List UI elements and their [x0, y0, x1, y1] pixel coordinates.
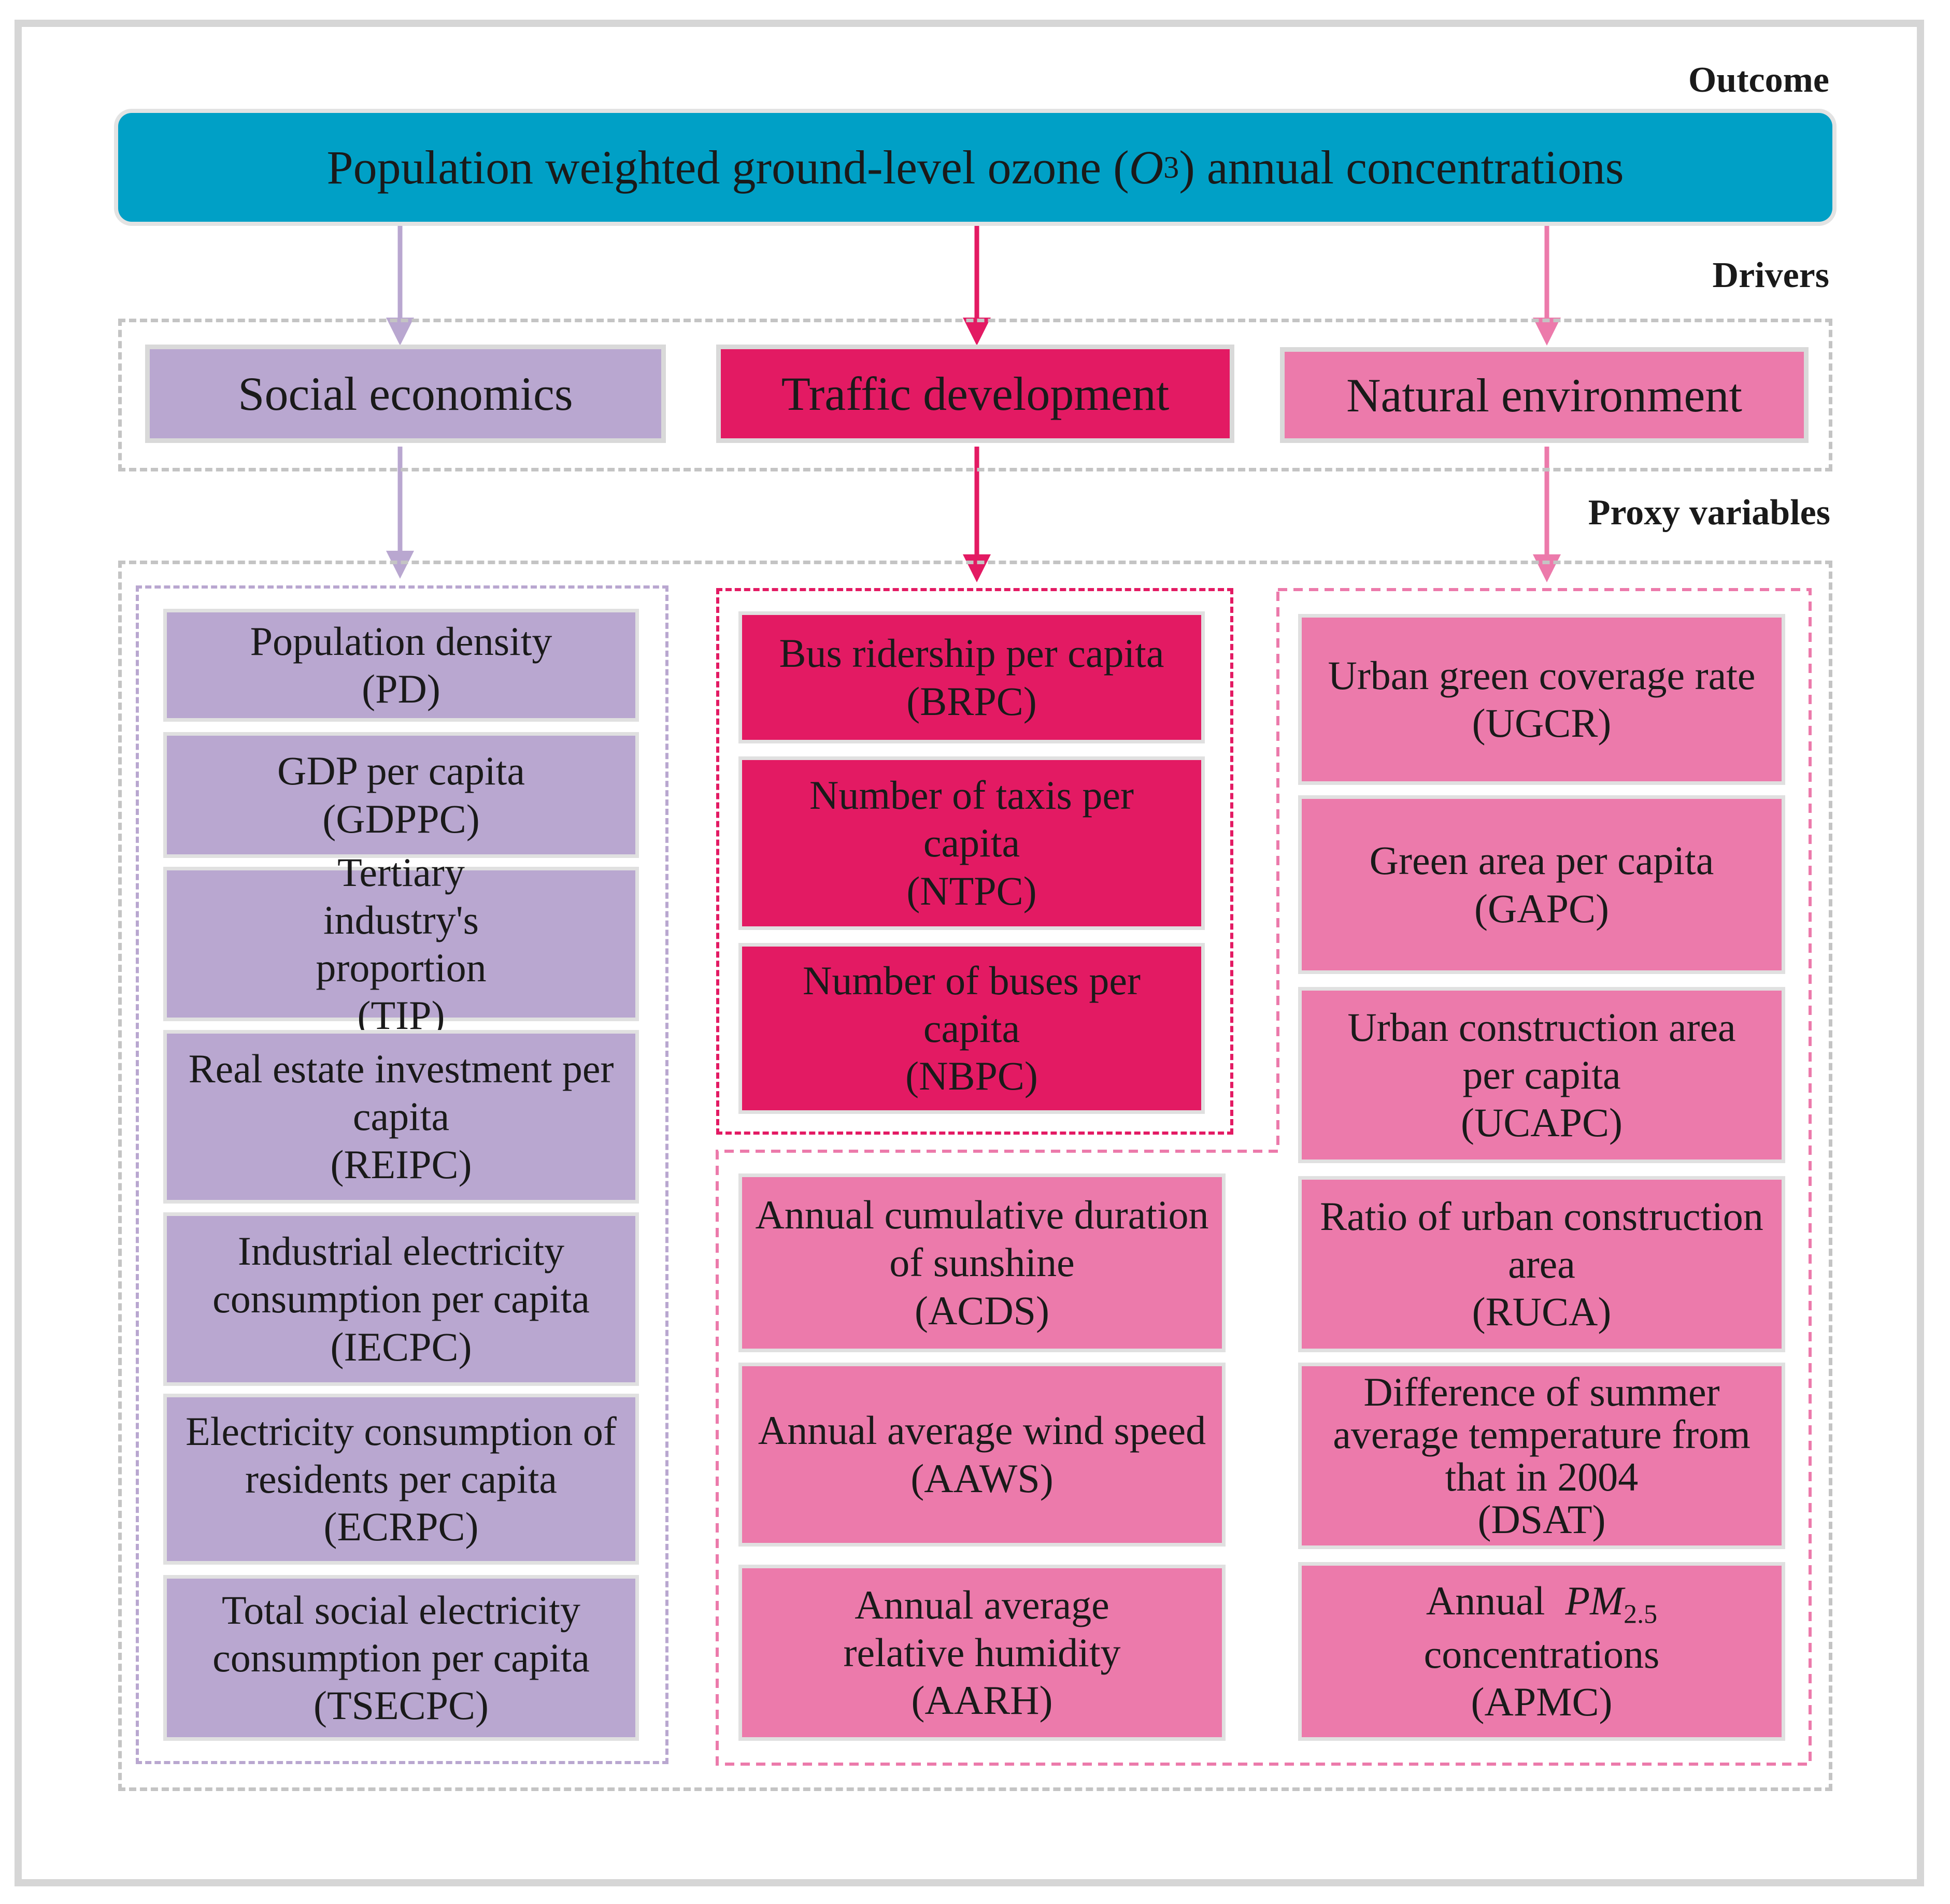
proxy-apmc-abbr: (APMC)	[1471, 1679, 1613, 1724]
proxy-pd-name: Population density	[250, 618, 552, 664]
pm-symbol: PM	[1565, 1578, 1624, 1623]
proxy-ecrpc-abbr: (ECRPC)	[323, 1504, 479, 1550]
drivers-label: Drivers	[1712, 255, 1829, 295]
proxy-aarh-abbr: (AARH)	[911, 1678, 1053, 1723]
proxy-ecrpc: Electricity consumption of residents per…	[163, 1394, 639, 1565]
proxy-ntpc-name: Number of taxis per capita	[809, 772, 1134, 866]
proxy-tip-name: Tertiary industry's proportion	[316, 849, 487, 990]
proxy-tsecpc: Total social electricity consumption per…	[163, 1575, 639, 1741]
proxy-reipc-abbr: (REIPC)	[330, 1141, 472, 1187]
proxy-apmc-prefix: Annual	[1426, 1578, 1545, 1623]
driver-natural-environment: Natural environment	[1280, 347, 1809, 443]
proxy-acds-abbr: (ACDS)	[914, 1287, 1049, 1333]
proxy-iecpc: Industrial electricity consumption per c…	[163, 1212, 639, 1386]
proxy-tsecpc-name: Total social electricity consumption per…	[212, 1587, 590, 1680]
proxy-nbpc: Number of buses per capita (NBPC)	[738, 943, 1205, 1114]
proxy-ugcr-name: Urban green coverage rate	[1328, 652, 1756, 698]
social-group-outline	[136, 585, 668, 1764]
proxy-iecpc-abbr: (IECPC)	[330, 1324, 472, 1369]
proxy-container	[118, 561, 1832, 1791]
proxy-ugcr-abbr: (UGCR)	[1472, 700, 1612, 746]
proxy-nbpc-abbr: (NBPC)	[905, 1053, 1038, 1099]
proxy-ntpc-abbr: (NTPC)	[906, 868, 1037, 913]
driver-traffic-development: Traffic development	[716, 345, 1234, 443]
proxy-acds-name: Annual cumulative duration of sunshine	[755, 1192, 1209, 1285]
proxy-reipc-name: Real estate investment per capita	[188, 1046, 614, 1139]
proxy-gdppc-abbr: (GDPPC)	[322, 796, 480, 841]
proxy-pd-abbr: (PD)	[362, 666, 440, 711]
pm-subscript: 2.5	[1624, 1599, 1658, 1629]
proxy-brpc-abbr: (BRPC)	[906, 678, 1037, 724]
proxy-apmc-name: Annual PM2.5	[1426, 1577, 1657, 1630]
proxy-iecpc-name: Industrial electricity consumption per c…	[212, 1228, 590, 1322]
proxy-ntpc: Number of taxis per capita (NTPC)	[738, 756, 1205, 930]
proxy-dsat-abbr: (DSAT)	[1477, 1496, 1606, 1542]
proxy-brpc: Bus ridership per capita (BRPC)	[738, 611, 1205, 743]
proxy-apmc: Annual PM2.5 concentrations (APMC)	[1298, 1562, 1785, 1741]
proxy-tip: Tertiary industry's proportion (TIP)	[163, 850, 639, 1038]
proxy-tsecpc-abbr: (TSECPC)	[313, 1683, 489, 1728]
proxy-pd: Population density (PD)	[163, 609, 639, 722]
proxy-gdppc: GDP per capita (GDPPC)	[163, 732, 639, 858]
proxy-ruca: Ratio of urban construction area (RUCA)	[1298, 1176, 1785, 1352]
proxy-aaws: Annual average wind speed (AAWS)	[738, 1363, 1226, 1547]
proxy-gapc-abbr: (GAPC)	[1474, 885, 1609, 931]
ozone-symbol: O	[1129, 141, 1164, 194]
outcome-text-after: ) annual concentrations	[1179, 141, 1624, 194]
outcome-text-before: Population weighted ground-level ozone (	[326, 141, 1129, 194]
proxy-ucapc: Urban construction area per capita (UCAP…	[1298, 987, 1785, 1163]
driver-social-economics: Social economics	[145, 345, 666, 443]
proxy-aaws-name: Annual average wind speed	[758, 1408, 1206, 1453]
proxy-ucapc-abbr: (UCAPC)	[1460, 1100, 1623, 1146]
proxy-dsat: Difference of summer average temperature…	[1298, 1363, 1785, 1549]
proxy-gapc: Green area per capita (GAPC)	[1298, 795, 1785, 974]
proxy-gapc-name: Green area per capita	[1369, 838, 1714, 883]
proxy-aarh: Annual average relative humidity (AARH)	[738, 1565, 1226, 1741]
drivers-container	[118, 319, 1832, 471]
proxy-apmc-suffix: concentrations	[1424, 1631, 1660, 1677]
proxy-aaws-abbr: (AAWS)	[910, 1455, 1054, 1501]
proxy-dsat-name: Difference of summer average temperature…	[1333, 1369, 1750, 1499]
proxy-brpc-name: Bus ridership per capita	[779, 631, 1164, 676]
proxy-ucapc-name: Urban construction area per capita	[1347, 1004, 1736, 1097]
ozone-subscript: 3	[1163, 150, 1179, 184]
proxy-acds: Annual cumulative duration of sunshine (…	[738, 1173, 1226, 1352]
figure-frame	[15, 20, 1924, 1886]
proxy-gdppc-name: GDP per capita	[277, 748, 525, 794]
proxy-ruca-name: Ratio of urban construction area	[1320, 1193, 1763, 1286]
proxy-ugcr: Urban green coverage rate (UGCR)	[1298, 614, 1785, 785]
proxy-reipc: Real estate investment per capita (REIPC…	[163, 1030, 639, 1204]
proxy-ruca-abbr: (RUCA)	[1472, 1289, 1612, 1335]
proxy-nbpc-name: Number of buses per capita	[803, 957, 1141, 1051]
traffic-group-outline	[716, 588, 1233, 1135]
proxy-variables-label: Proxy variables	[1588, 493, 1830, 533]
proxy-ecrpc-name: Electricity consumption of residents per…	[186, 1408, 617, 1501]
proxy-aarh-name: Annual average relative humidity	[843, 1582, 1121, 1675]
outcome-box: Population weighted ground-level ozone (…	[118, 113, 1832, 222]
outcome-label: Outcome	[1688, 60, 1829, 100]
